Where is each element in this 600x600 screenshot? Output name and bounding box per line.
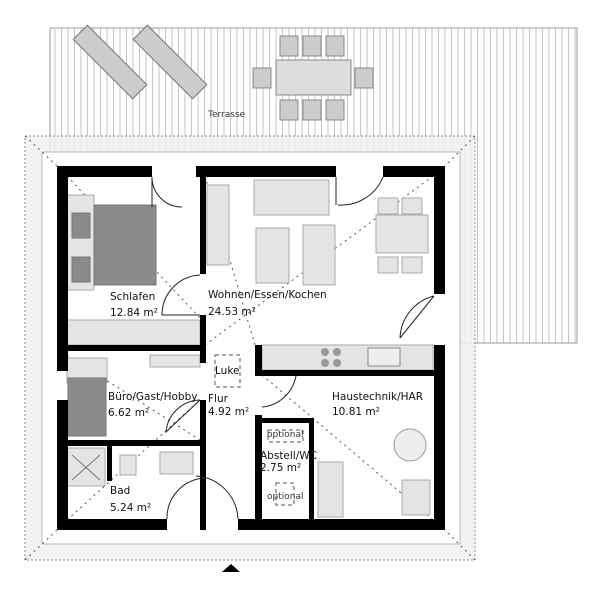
room-label-haustechnik: Haustechnik/HAR 10.81 m² (332, 391, 423, 418)
terrace-dining-table (252, 35, 374, 121)
room-label-bad: Bad 5.24 m² (110, 485, 151, 514)
optional-label: optional (267, 492, 303, 502)
svg-text:24.53 m²: 24.53 m² (208, 306, 256, 318)
room-label-abstell: Abstell/WC 2.75 m² (260, 450, 317, 474)
svg-text:Flur: Flur (208, 393, 229, 405)
arrow-up-icon (222, 564, 240, 572)
room-label-schlafen: Schlafen 12.84 m² (110, 291, 158, 319)
svg-text:12.84 m²: 12.84 m² (110, 307, 158, 319)
terrace-label: Terrasse (207, 110, 246, 120)
svg-text:5.24 m²: 5.24 m² (110, 502, 151, 514)
attic-hatch (214, 354, 241, 388)
room-label-wohnen: Wohnen/Essen/Kochen 24.53 m² (208, 289, 327, 318)
room-label-flur: Flur 4.92 m² (208, 393, 249, 418)
svg-text:Abstell/WC: Abstell/WC (260, 450, 317, 462)
svg-text:Wohnen/Essen/Kochen: Wohnen/Essen/Kochen (208, 289, 327, 301)
svg-text:Schlafen: Schlafen (110, 291, 155, 303)
doors (151, 176, 435, 520)
svg-text:Haustechnik/HAR: Haustechnik/HAR (332, 391, 423, 403)
room-label-buero: Büro/Gast/Hobby 6.62 m² (108, 391, 197, 419)
svg-text:6.62 m²: 6.62 m² (108, 407, 149, 419)
furniture (66, 179, 434, 518)
svg-text:4.92 m²: 4.92 m² (208, 406, 249, 418)
svg-text:2.75 m²: 2.75 m² (260, 462, 301, 474)
sun-lounger (72, 24, 148, 100)
sun-lounger (132, 24, 208, 100)
svg-text:Bad: Bad (110, 485, 130, 497)
optional-label: optional (267, 430, 303, 440)
hatch-label: Luke (215, 365, 240, 377)
svg-text:10.81 m²: 10.81 m² (332, 406, 380, 418)
walls (57, 166, 445, 530)
svg-text:Büro/Gast/Hobby: Büro/Gast/Hobby (108, 391, 197, 403)
